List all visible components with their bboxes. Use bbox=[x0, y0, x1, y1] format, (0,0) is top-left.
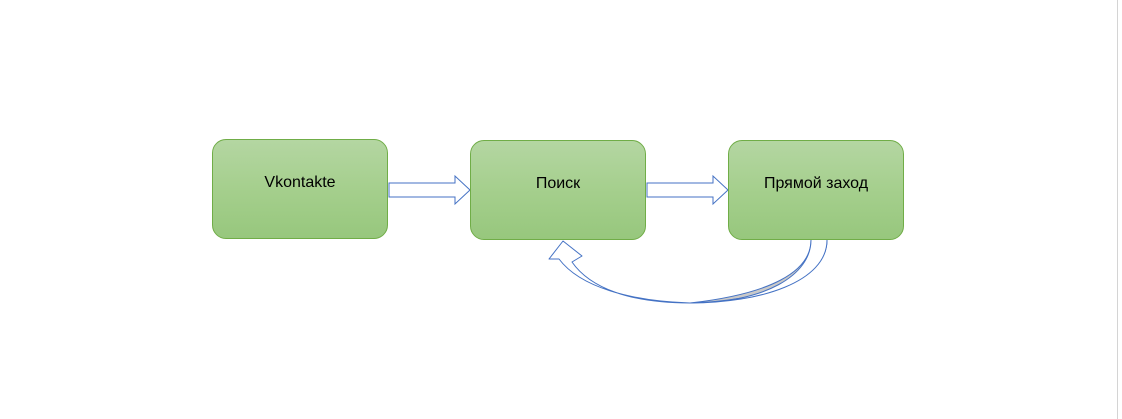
node-label-direct: Прямой заход bbox=[763, 175, 869, 192]
arrow-vkontakte-to-search bbox=[388, 174, 471, 206]
node-label-vkontakte: Vkontakte bbox=[264, 174, 336, 191]
arrow-search-to-direct bbox=[646, 174, 729, 206]
page-edge-divider bbox=[1117, 0, 1118, 419]
node-direct: Прямой заход bbox=[728, 140, 904, 240]
arrow-direct-to-search bbox=[548, 239, 828, 304]
node-search: Поиск bbox=[470, 140, 646, 240]
node-vkontakte: Vkontakte bbox=[212, 139, 388, 239]
node-label-search: Поиск bbox=[535, 175, 581, 192]
